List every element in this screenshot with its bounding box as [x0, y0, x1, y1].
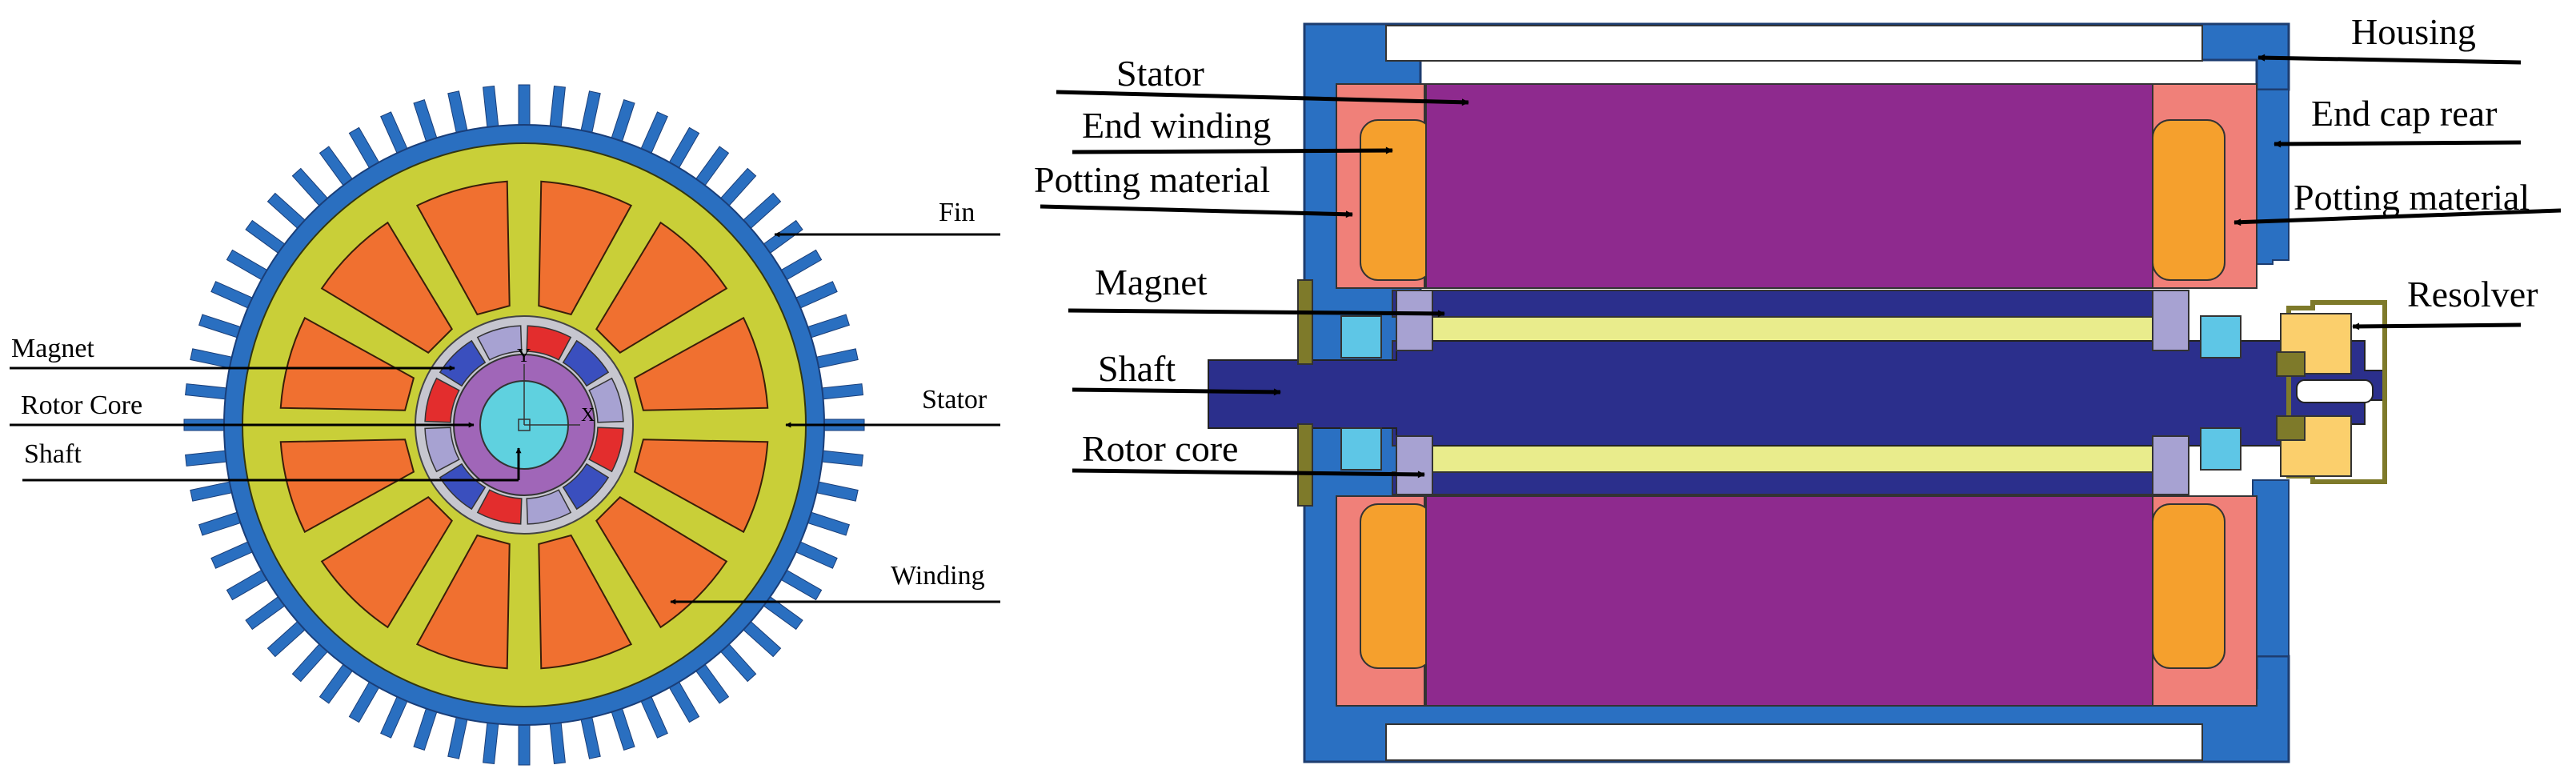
potting-rear-bottom	[2152, 503, 2225, 669]
magnet-segment	[424, 427, 460, 473]
rotor-core-label: Rotor core	[1082, 428, 1238, 469]
magnet-leader	[1068, 308, 1445, 318]
bearing-front-bottom	[1340, 427, 1382, 471]
winding-label: Winding	[891, 561, 985, 591]
housing-top-window	[1385, 25, 2203, 62]
rotor-end-ring-rear-bottom	[2152, 435, 2189, 495]
bearing-rear-bottom	[2200, 427, 2241, 471]
potting-left-label: Potting material	[1034, 159, 1270, 200]
shaft-label: Shaft	[24, 439, 82, 469]
potting-left-leader	[1040, 204, 1353, 218]
magnet-segment	[439, 463, 487, 511]
rotor-end-ring-front-bottom	[1396, 435, 1433, 495]
winding-slot	[538, 534, 633, 670]
housing-label: Housing	[2351, 11, 2476, 52]
rotor-outer-bottom	[1392, 471, 2153, 495]
magnet-segment	[562, 339, 610, 387]
rotor-core-leader	[1072, 468, 1425, 479]
magnet-segment	[588, 377, 624, 423]
winding-slot	[595, 221, 728, 354]
end-winding-leader	[1072, 146, 1393, 154]
end-cap-rear-label: End cap rear	[2311, 93, 2497, 134]
magnet-segment	[588, 427, 624, 473]
rotor-end-ring-front-top	[1396, 290, 1433, 351]
magnet-segment	[424, 377, 460, 423]
magnet-bottom	[1432, 445, 2153, 473]
magnet-top	[1432, 316, 2153, 342]
magnet-segment	[562, 463, 610, 511]
winding-slot	[415, 534, 511, 670]
resolver-rotor-bottom	[2276, 415, 2306, 441]
shaft-leader	[1072, 387, 1281, 396]
stator-leader	[1056, 90, 1469, 106]
resolver-label: Resolver	[2407, 274, 2538, 314]
shaft-label: Shaft	[1098, 348, 1176, 389]
potting-front-top	[1360, 119, 1433, 281]
bearing-front-top	[1340, 315, 1382, 358]
potting-right-label: Potting material	[2294, 177, 2530, 218]
stator-bottom	[1425, 495, 2153, 707]
magnet-label: Magnet	[11, 334, 94, 363]
winding-slot	[279, 316, 415, 411]
magnet-segment	[526, 325, 572, 361]
rotor-end-ring-rear-top	[2152, 290, 2189, 351]
longitudinal-section-diagram: Stator End winding Potting material Magn…	[1034, 11, 2562, 763]
coordinate-axes	[518, 364, 580, 431]
winding-slot	[633, 316, 769, 411]
bearing-rear-top	[2200, 315, 2241, 358]
magnet-segment	[439, 339, 487, 387]
rotor-core-label: Rotor Core	[21, 391, 142, 420]
winding-slot	[320, 496, 453, 629]
potting-rear-top	[2152, 119, 2225, 281]
stator-top	[1425, 83, 2153, 289]
winding-slot	[320, 221, 453, 354]
shaft-notch	[2296, 379, 2374, 403]
magnet-label: Magnet	[1095, 262, 1208, 302]
winding-slot	[538, 180, 633, 316]
magnet-ring	[424, 325, 624, 525]
potting-front-bottom	[1360, 503, 1433, 669]
winding-slot	[415, 180, 511, 316]
housing-leader	[2258, 54, 2522, 65]
winding-slot	[633, 439, 769, 534]
magnet-segment	[476, 325, 523, 361]
end-winding-label: End winding	[1082, 105, 1271, 146]
housing-bottom-window	[1385, 723, 2203, 761]
cross-section-diagram: Y X Fin Stator Winding Magnet Rotor Core…	[10, 84, 1000, 766]
front-bracket	[1297, 279, 1313, 507]
winding-slot	[279, 439, 415, 534]
stator-label: Stator	[1116, 53, 1204, 94]
fin-label: Fin	[939, 198, 975, 227]
rotor-outer-top	[1392, 290, 2153, 318]
magnet-segment	[476, 489, 523, 525]
end-cap-rear-leader	[2274, 140, 2522, 148]
resolver-leader	[2352, 322, 2522, 330]
axis-x-label: X	[581, 405, 595, 426]
winding-slots	[279, 180, 769, 670]
potting-right-leader	[2233, 208, 2562, 226]
axis-y-label: Y	[517, 346, 531, 366]
stator-label: Stator	[922, 385, 988, 415]
magnet-segment	[526, 489, 572, 525]
resolver-rotor-top	[2276, 351, 2306, 377]
